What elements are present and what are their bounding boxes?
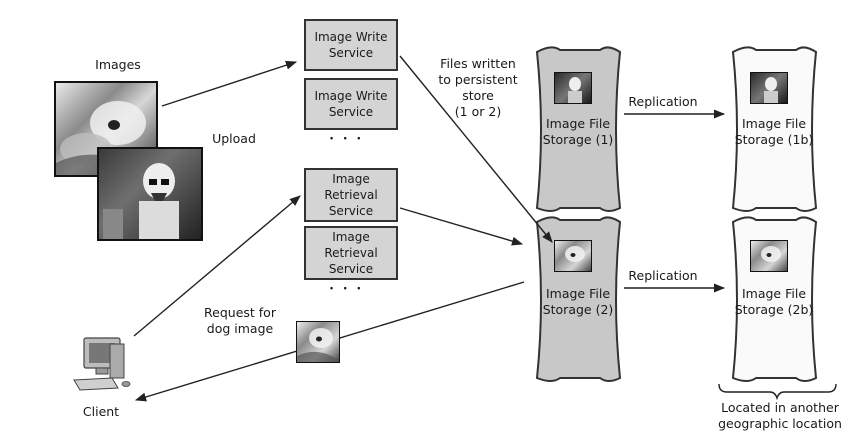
service-label: Image (332, 230, 370, 244)
stormtrooper-photo-icon (97, 147, 203, 241)
upload-label: Upload (212, 131, 256, 146)
replication-1-label: Replication (628, 94, 698, 109)
dog-photo-icon (554, 240, 592, 272)
arrow-upload-to-write (161, 60, 298, 107)
service-label: Service (328, 46, 374, 60)
images-label: Images (95, 57, 141, 72)
arrow-retrieval-to-storage (399, 207, 524, 246)
service-label: Image Write (314, 30, 388, 44)
client-label: Client (82, 404, 120, 419)
arrow-client-to-retrieval (133, 195, 301, 337)
stormtrooper-photo-icon (750, 72, 788, 104)
replication-2-label: Replication (628, 268, 698, 283)
more-retrieval-services-dots: • • • (330, 283, 365, 293)
arrow-write-to-storage (399, 55, 553, 243)
service-label: Retrieval (324, 188, 378, 202)
service-label: Service (328, 262, 374, 276)
service-label: Image (332, 172, 370, 186)
service-label: Retrieval (324, 246, 378, 260)
service-label: Service (328, 204, 374, 218)
files-written-label: Files written to persistent store (1 or … (438, 56, 518, 119)
service-label: Service (328, 105, 374, 119)
service-label: Image Write (314, 89, 388, 103)
geographic-bracket (718, 383, 837, 401)
computer-icon (73, 337, 131, 391)
more-write-services-dots: • • • (330, 133, 365, 143)
stormtrooper-photo-icon (554, 72, 592, 104)
dog-photo-icon (750, 240, 788, 272)
dog-photo-icon (296, 321, 340, 363)
